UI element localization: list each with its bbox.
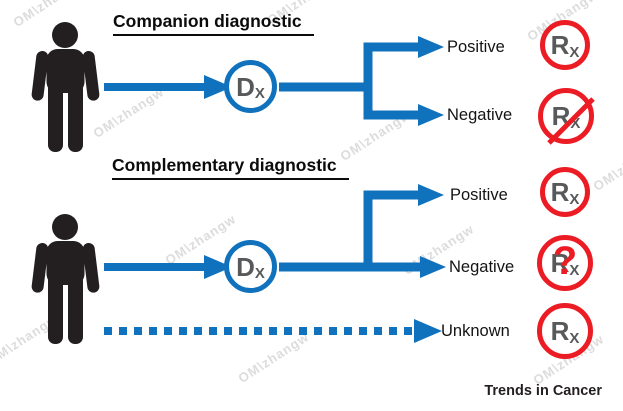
outcome-label-companion-negative: Negative xyxy=(447,106,513,124)
rx-letter: R xyxy=(550,177,570,207)
dx-subscript: X xyxy=(254,265,265,282)
complementary-positive-arrow xyxy=(364,184,444,206)
outcome-label-complementary-positive: Positive xyxy=(450,186,508,204)
dx-letter: D xyxy=(236,251,255,282)
rx-letter: R xyxy=(550,248,570,278)
complementary-negative-arrow xyxy=(279,256,446,278)
complementary-person-to-dx-arrow xyxy=(104,255,232,279)
dx-circle-complementary: D X xyxy=(224,240,277,293)
rx-letter: R xyxy=(551,101,571,131)
rx-subscript: X xyxy=(570,114,581,132)
complementary-section-title: Complementary diagnostic xyxy=(112,155,349,180)
rx-subscript: X xyxy=(569,43,580,61)
dx-subscript: X xyxy=(254,85,265,102)
rx-questionable-circle-complementary-negative: R X ? xyxy=(537,235,593,291)
outcome-label-companion-positive: Positive xyxy=(447,38,505,56)
companion-person-to-dx-arrow xyxy=(104,75,232,99)
rx-allowed-circle-companion-positive: R X xyxy=(540,20,590,70)
outcome-label-complementary-unknown: Unknown xyxy=(441,322,510,340)
rx-subscript: X xyxy=(569,329,580,347)
companion-branch-lines xyxy=(279,42,373,120)
rx-letter: R xyxy=(550,30,570,60)
rx-subscript: X xyxy=(569,261,580,279)
rx-denied-circle-companion-negative: R X xyxy=(538,88,595,145)
companion-negative-arrow xyxy=(364,104,444,126)
complementary-unknown-dotted-arrow xyxy=(104,319,442,343)
patient-icon-companion xyxy=(31,22,100,152)
dx-circle-companion: D X xyxy=(224,60,277,113)
rx-letter: R xyxy=(550,316,570,346)
rx-subscript: X xyxy=(569,190,580,208)
patient-icon-complementary xyxy=(31,214,100,344)
dx-letter: D xyxy=(236,71,255,102)
rx-circle-complementary-unknown: R X xyxy=(537,303,593,359)
companion-section-title: Companion diagnostic xyxy=(113,11,314,36)
journal-credit: Trends in Cancer xyxy=(484,383,602,399)
question-mark-overlay: ? xyxy=(552,239,578,283)
companion-positive-arrow xyxy=(364,36,444,58)
outcome-label-complementary-negative: Negative xyxy=(449,258,515,276)
rx-circle-complementary-positive: R X xyxy=(540,167,590,217)
prohibition-slash-icon xyxy=(547,97,595,145)
